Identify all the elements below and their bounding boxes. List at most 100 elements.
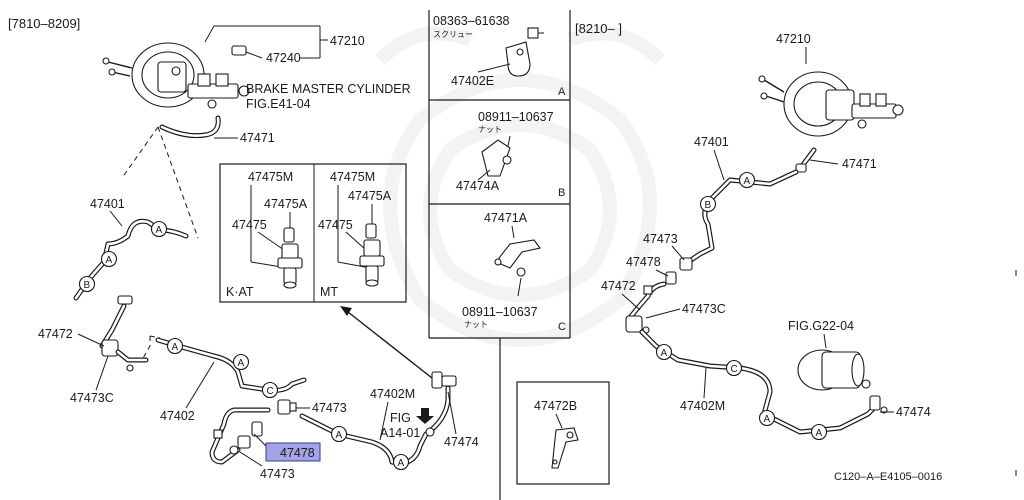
leader-47402m-left [379, 401, 389, 441]
label-47402m-left: 47402M [370, 387, 415, 401]
arrow-down-icon [416, 408, 434, 424]
svg-text:C: C [267, 386, 274, 397]
vacuum-hose-left [159, 115, 221, 139]
panel-a-part-name: スクリュー [433, 30, 473, 39]
svg-text:A: A [661, 348, 668, 359]
label-47478-left: 47478 [280, 446, 315, 460]
inset-mt-leader-2 [337, 261, 371, 269]
brake-pipe-47402m-right [639, 329, 881, 435]
valve-kat [277, 227, 303, 289]
inset-kat-leader-4 [257, 231, 285, 251]
svg-text:A: A [398, 458, 405, 469]
watermark-emblem [375, 26, 665, 347]
dashed-guide-3 [141, 336, 151, 361]
inset-caption-mt: MT [320, 285, 338, 299]
center-panels-frame [428, 10, 571, 339]
brake-pipe-47402-left [155, 337, 307, 393]
panel-a-part-number: 08363–61638 [433, 14, 510, 28]
label-47210-right: 47210 [776, 32, 811, 46]
label-47402-left: 47402 [160, 409, 195, 423]
flex-hose-47472-left [99, 295, 149, 372]
leader-47471-right [809, 159, 839, 165]
leader-47402-left [185, 361, 215, 409]
inset-mt-label-47475m: 47475M [330, 170, 375, 184]
panel-b-part-number: 08911–10637 [478, 110, 554, 124]
clip-marker-c-2: C [725, 359, 743, 377]
brake-pipe-47402m-left [299, 371, 457, 467]
clip-marker-a-1: A [150, 220, 168, 238]
check-valve-left [231, 45, 263, 59]
clip-marker-b-1: B [78, 275, 96, 293]
clip-marker-a-8: A [655, 343, 673, 361]
panel-c-bracket-label: 47471A [484, 211, 528, 225]
inset-mt-label-47475a: 47475A [348, 189, 392, 203]
model-range-right: [8210– ] [575, 21, 622, 36]
clip-marker-a-4: A [232, 353, 250, 371]
leader-47473c-right [645, 308, 681, 319]
panel-47472b-frame [516, 381, 610, 485]
inset-caption-kat: K·AT [226, 285, 254, 299]
clip-marker-a-10: A [810, 423, 828, 441]
svg-text:C: C [731, 364, 738, 375]
svg-text:A: A [336, 430, 343, 441]
leader-47402m-right [703, 367, 707, 399]
flex-hose-47472-right [625, 281, 667, 334]
panel-c-part-number: 08911–10637 [462, 305, 538, 319]
svg-text:B: B [705, 200, 712, 211]
panel-a-leader [477, 63, 511, 73]
brake-booster-left [102, 42, 205, 108]
union-fitting-47478-right [665, 271, 677, 285]
dashed-guide-4 [149, 335, 161, 339]
svg-text:A: A [744, 176, 751, 187]
leader-47210-down [204, 25, 215, 43]
inset-kat-label-47475: 47475 [232, 218, 267, 232]
panel-c-letter: C [558, 321, 566, 333]
inset-mt-leader-4 [345, 231, 367, 251]
svg-text:A: A [156, 225, 163, 236]
leader-47473-lower [239, 451, 263, 467]
clip-marker-c-1: C [261, 381, 279, 399]
label-fig-e41-04: FIG.E41-04 [246, 97, 311, 111]
inset-valve-panel [219, 163, 407, 303]
label-47478-right: 47478 [626, 255, 661, 269]
inset-kat-label-47475a: 47475A [264, 197, 308, 211]
leader-47478-right [655, 269, 669, 277]
svg-text:A: A [172, 342, 179, 353]
panel-47472b-bracket [551, 427, 579, 469]
clip-marker-b-2: B [699, 195, 717, 213]
leader-47472-left [77, 333, 105, 347]
label-47472-right: 47472 [601, 279, 636, 293]
clip-marker-a-3: A [166, 337, 184, 355]
catalog-code: C120–A–E4105–0016 [834, 471, 942, 483]
panel-47472b-leader [555, 413, 563, 429]
label-fig-a14-01: A14-01 [380, 426, 420, 440]
brake-booster-right [758, 71, 855, 137]
label-47473-lower: 47473 [260, 467, 295, 481]
clip-marker-a-7: A [738, 171, 756, 189]
label-47473c-right: 47473C [682, 302, 726, 316]
svg-text:A: A [816, 428, 823, 439]
inset-mt-label-47475: 47475 [318, 218, 353, 232]
valve-mt [359, 223, 385, 287]
svg-text:A: A [106, 255, 113, 266]
leader-fig-g22 [823, 333, 827, 349]
leader-47473c-left [95, 355, 109, 391]
label-47210-left: 47210 [330, 34, 365, 48]
leader-47473-right [671, 245, 685, 261]
panel-c-part-name: ナット [464, 320, 488, 329]
model-range-left: [7810–8209] [8, 16, 80, 31]
label-47240: 47240 [266, 51, 301, 65]
panel-b-bracket-label: 47474A [456, 179, 500, 193]
inset-kat-label-47475m: 47475M [248, 170, 293, 184]
label-47401-right: 47401 [694, 135, 729, 149]
label-47471-right: 47471 [842, 157, 877, 171]
clip-marker-a-9: A [758, 409, 776, 427]
leader-47401-right [713, 149, 725, 181]
brake-master-cylinder-right [851, 93, 904, 129]
label-47471-left: 47471 [240, 131, 275, 145]
dashed-guide-2 [121, 126, 159, 179]
panel-c-bracket [494, 239, 541, 277]
label-47472-left: 47472 [38, 327, 73, 341]
highlighted-part-47478[interactable] [265, 442, 321, 462]
